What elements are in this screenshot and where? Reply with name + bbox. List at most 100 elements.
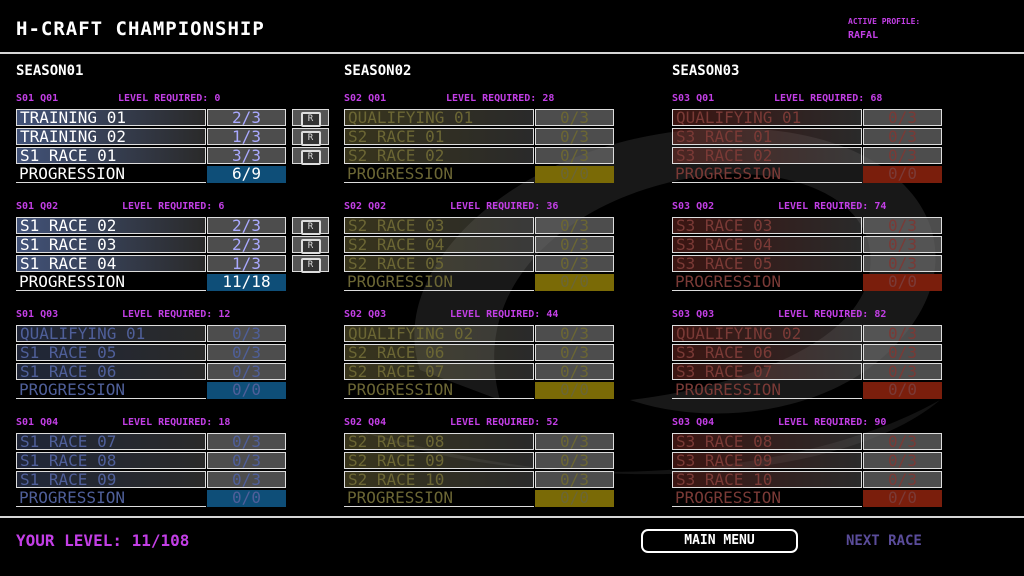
level-required: LEVEL REQUIRED: 52: [450, 417, 559, 428]
race-name: S1 RACE 09: [16, 471, 206, 488]
race-score: 0/3: [535, 452, 614, 469]
race-score: 0/3: [535, 433, 614, 450]
race-score: 0/3: [207, 344, 286, 361]
race-score: 0/3: [535, 255, 614, 272]
race-score: 1/3: [207, 128, 286, 145]
race-score: 0/3: [535, 236, 614, 253]
season-title: SEASON01: [16, 63, 84, 79]
group-header: S03 Q02 LEVEL REQUIRED: 74: [672, 201, 886, 212]
group-id: S03 Q02: [672, 201, 715, 212]
race-name: S2 RACE 09: [344, 452, 534, 469]
progression-label: PROGRESSION: [344, 382, 534, 399]
group-id: S01 Q03: [16, 309, 59, 320]
progression-label: PROGRESSION: [344, 274, 534, 291]
race-score: 0/3: [535, 128, 614, 145]
race-name: S2 RACE 03: [344, 217, 534, 234]
race-name[interactable]: S1 RACE 02: [16, 217, 206, 234]
race-score: 0/3: [535, 217, 614, 234]
race-name: S3 RACE 07: [672, 363, 862, 380]
group-id: S02 Q01: [344, 93, 387, 104]
race-name[interactable]: S1 RACE 03: [16, 236, 206, 253]
progression-value: 0/0: [535, 166, 614, 183]
race-name: S3 RACE 08: [672, 433, 862, 450]
replay-button[interactable]: R: [292, 109, 329, 127]
level-required: LEVEL REQUIRED: 74: [778, 201, 887, 212]
footer-divider: [0, 516, 1024, 518]
race-name: QUALIFYING 01: [344, 109, 534, 126]
level-required: LEVEL REQUIRED: 12: [122, 309, 231, 320]
race-score: 2/3: [207, 236, 286, 253]
race-score: 2/3: [207, 109, 286, 126]
level-required: LEVEL REQUIRED: 68: [774, 93, 883, 104]
level-required: LEVEL REQUIRED: 6: [122, 201, 225, 212]
season-title: SEASON03: [672, 63, 740, 79]
level-required: LEVEL REQUIRED: 90: [778, 417, 887, 428]
level-required: LEVEL REQUIRED: 18: [122, 417, 231, 428]
replay-button[interactable]: R: [292, 217, 329, 235]
level-required: LEVEL REQUIRED: 36: [450, 201, 559, 212]
group-id: S01 Q04: [16, 417, 59, 428]
race-score: 0/3: [535, 325, 614, 342]
race-score: 1/3: [207, 255, 286, 272]
race-score: 0/3: [863, 344, 942, 361]
race-score: 0/3: [535, 363, 614, 380]
group-id: S02 Q04: [344, 417, 387, 428]
progression-label: PROGRESSION: [672, 274, 862, 291]
progression-value: 0/0: [535, 274, 614, 291]
progression-label: PROGRESSION: [16, 490, 206, 507]
replay-button[interactable]: R: [292, 236, 329, 254]
race-score: 0/3: [207, 325, 286, 342]
progression-value: 6/9: [207, 166, 286, 183]
race-name[interactable]: S1 RACE 01: [16, 147, 206, 164]
race-score: 0/3: [863, 452, 942, 469]
race-name: S3 RACE 06: [672, 344, 862, 361]
race-name: QUALIFYING 02: [672, 325, 862, 342]
race-score: 0/3: [207, 452, 286, 469]
progression-value: 0/0: [863, 274, 942, 291]
race-score: 0/3: [207, 471, 286, 488]
level-required: LEVEL REQUIRED: 44: [450, 309, 559, 320]
active-profile-name: RAFAL: [848, 30, 879, 41]
race-name: QUALIFYING 02: [344, 325, 534, 342]
race-name[interactable]: TRAINING 02: [16, 128, 206, 145]
race-name: S2 RACE 07: [344, 363, 534, 380]
progression-value: 0/0: [535, 382, 614, 399]
race-score: 0/3: [863, 255, 942, 272]
race-name: S1 RACE 05: [16, 344, 206, 361]
replay-button[interactable]: R: [292, 255, 329, 273]
race-name[interactable]: S1 RACE 04: [16, 255, 206, 272]
race-name: S3 RACE 10: [672, 471, 862, 488]
race-name: QUALIFYING 01: [672, 109, 862, 126]
race-score: 3/3: [207, 147, 286, 164]
replay-button[interactable]: R: [292, 128, 329, 146]
group-header: S01 Q04 LEVEL REQUIRED: 18: [16, 417, 230, 428]
replay-icon: R: [300, 150, 321, 165]
race-score: 0/3: [535, 147, 614, 164]
progression-label: PROGRESSION: [344, 166, 534, 183]
progression-label: PROGRESSION: [672, 490, 862, 507]
race-score: 0/3: [207, 363, 286, 380]
race-score: 0/3: [535, 344, 614, 361]
progression-label: PROGRESSION: [672, 166, 862, 183]
race-name[interactable]: TRAINING 01: [16, 109, 206, 126]
replay-button[interactable]: R: [292, 147, 329, 165]
race-score: 0/3: [863, 471, 942, 488]
main-menu-button[interactable]: MAIN MENU: [641, 529, 798, 553]
race-score: 0/3: [863, 363, 942, 380]
next-race-button[interactable]: NEXT RACE: [846, 533, 922, 549]
race-score: 0/3: [863, 109, 942, 126]
active-profile-label: ACTIVE PROFILE:: [848, 17, 921, 26]
group-id: S02 Q02: [344, 201, 387, 212]
race-name: S3 RACE 05: [672, 255, 862, 272]
